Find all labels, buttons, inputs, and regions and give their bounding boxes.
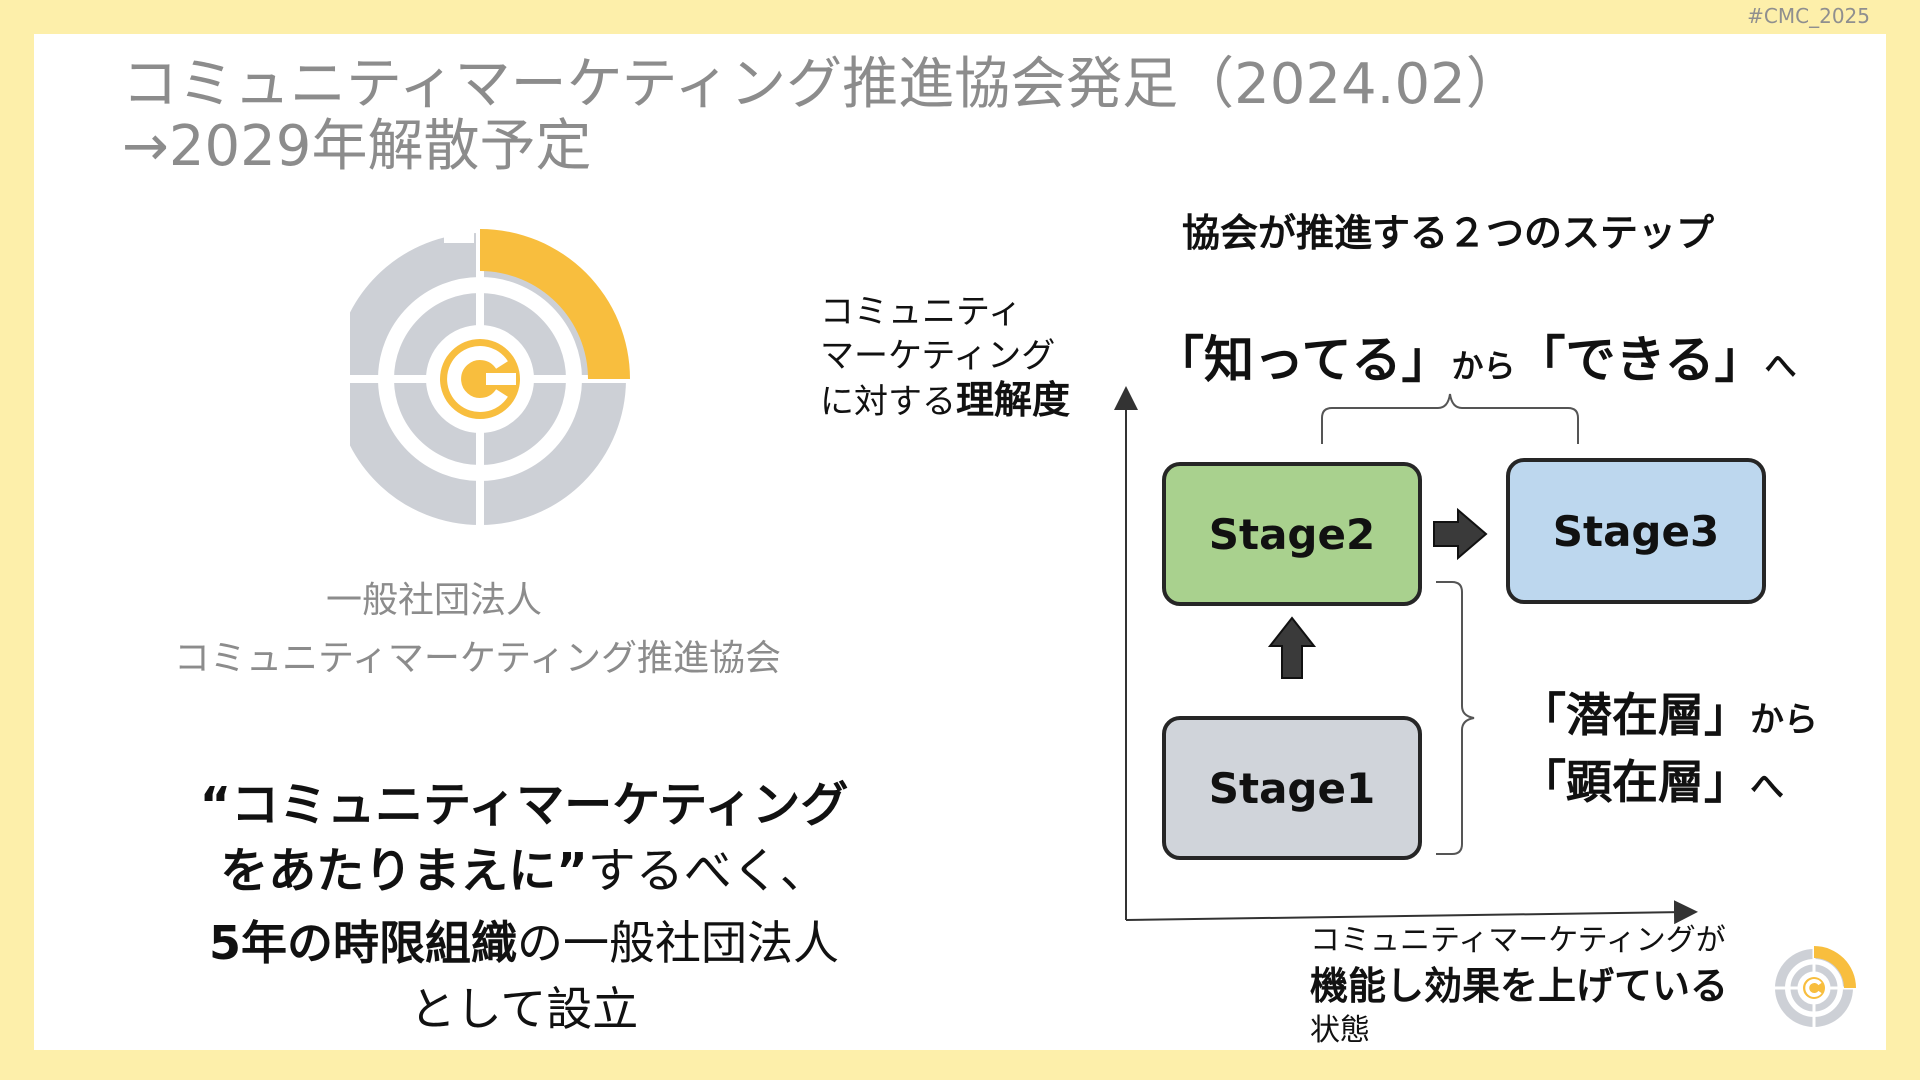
mission-line-3-rest: の一般社団法人 [517, 916, 839, 970]
diagram-title: 協会が推進する２つのステップ [1182, 211, 1715, 255]
y-axis-line-3: に対する理解度 [820, 378, 1070, 424]
stage-3-box: Stage3 [1506, 458, 1766, 604]
y-axis-line-3-prefix: に対する [820, 382, 956, 422]
association-name-line-1: 一般社団法人 [325, 580, 542, 621]
y-axis-line-2: マーケティング [820, 336, 1056, 376]
mission-line-1: “コミュニティマーケティング [144, 772, 904, 838]
stage-2-box: Stage2 [1162, 462, 1422, 606]
x-axis-line-2: 機能し効果を上げている [1310, 964, 1729, 1008]
title-line-1: コミュニティマーケティング推進協会発足（2024.02） [122, 52, 1522, 117]
mission-line-2-bold: をあたりまえに” [220, 843, 588, 899]
audience-line-2-suffix: へ [1750, 767, 1784, 807]
mini-logo [1774, 944, 1858, 1032]
title-line-2: →2029年解散予定 [122, 114, 592, 179]
up-arrow-icon [1267, 616, 1317, 679]
audience-shift-label: 「潜在層」から 「顕在層」へ [1520, 684, 1818, 818]
audience-line-1: 「潜在層」から [1520, 684, 1818, 751]
audience-line-1-text: 「潜在層」 [1520, 688, 1750, 742]
diagram-lines [1114, 386, 1698, 925]
mission-line-1-text: “コミュニティマーケティング [199, 777, 849, 833]
stage-1-label: Stage1 [1208, 763, 1376, 813]
slide: コミュニティマーケティング推進協会発足（2024.02） →2029年解散予定 [34, 34, 1886, 1050]
top-brace [1321, 393, 1579, 444]
association-name: 一般社団法人 コミュニティマーケティング推進協会 [174, 572, 781, 688]
association-name-line-2: コミュニティマーケティング推進協会 [174, 638, 781, 679]
step-headline: 「知ってる」から「できる」へ [1154, 320, 1797, 392]
x-axis-line [1125, 900, 1698, 925]
mission-line-3-bold: 5年の時限組織 [208, 916, 517, 970]
headline-part-4: へ [1764, 347, 1797, 385]
headline-part-1: 「知ってる」 [1154, 331, 1452, 389]
x-axis-line-1: コミュニティマーケティングが [1310, 923, 1726, 958]
x-axis-label: コミュニティマーケティングが 機能し効果を上げている 状態 [1310, 920, 1728, 1052]
audience-line-1-suffix: から [1750, 700, 1818, 740]
mission-line-4: として設立 [409, 982, 639, 1036]
stage-2-label: Stage2 [1208, 509, 1376, 559]
stage-1-box: Stage1 [1162, 716, 1422, 860]
y-axis-label: コミュニティ マーケティング に対する理解度 [820, 290, 1070, 424]
audience-line-2-text: 「顕在層」 [1520, 755, 1750, 809]
mission-statement: “コミュニティマーケティング をあたりまえに”するべく、 5年の時限組織の一般社… [144, 772, 904, 1042]
mission-line-2: をあたりまえに”するべく、 [144, 838, 904, 904]
slide-title: コミュニティマーケティング推進協会発足（2024.02） →2029年解散予定 [122, 54, 1522, 178]
y-axis-line-3-bold: 理解度 [956, 378, 1071, 422]
y-axis-line-1: コミュニティ [820, 292, 1022, 332]
headline-part-2: から [1451, 347, 1516, 385]
right-brace [1436, 581, 1475, 855]
audience-line-2: 「顕在層」へ [1520, 751, 1818, 818]
association-logo [350, 219, 640, 539]
mission-line-2-rest: するべく、 [587, 843, 828, 899]
mission-line-3: 5年の時限組織の一般社団法人 [144, 910, 904, 976]
x-axis-line-3: 状態 [1310, 1013, 1370, 1048]
headline-part-3: 「できる」 [1515, 331, 1765, 389]
hashtag: #CMC_2025 [1747, 4, 1870, 28]
stage-3-label: Stage3 [1552, 506, 1720, 556]
right-arrow-icon [1433, 507, 1488, 561]
